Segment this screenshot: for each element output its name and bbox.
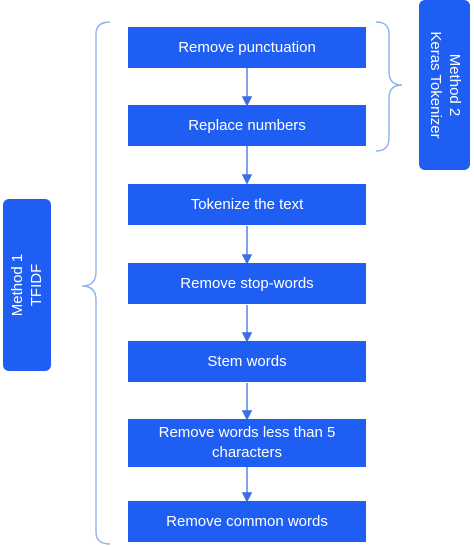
method-2-label: Method 2 Keras Tokenizer <box>419 0 470 170</box>
step-remove-common-words: Remove common words <box>128 501 366 542</box>
method-2-name: Keras Tokenizer <box>426 31 444 139</box>
method-1-name: TFIDF <box>28 263 45 307</box>
method-1-label: Method 1 TFIDF <box>3 199 51 371</box>
method-1-title: Method 1 <box>9 253 26 317</box>
method-1-text: Method 1 TFIDF <box>8 254 46 317</box>
method-2-text: Method 2 Keras Tokenizer <box>426 31 464 138</box>
step-remove-stop-words: Remove stop-words <box>128 263 366 304</box>
step-replace-numbers: Replace numbers <box>128 105 366 146</box>
step-tokenize-text: Tokenize the text <box>128 184 366 225</box>
left-bracket <box>81 21 111 545</box>
step-remove-punctuation: Remove punctuation <box>128 27 366 68</box>
step-stem-words: Stem words <box>128 341 366 382</box>
right-bracket <box>375 21 403 152</box>
step-remove-short-words: Remove words less than 5 characters <box>128 419 366 467</box>
method-2-title: Method 2 <box>445 53 463 117</box>
